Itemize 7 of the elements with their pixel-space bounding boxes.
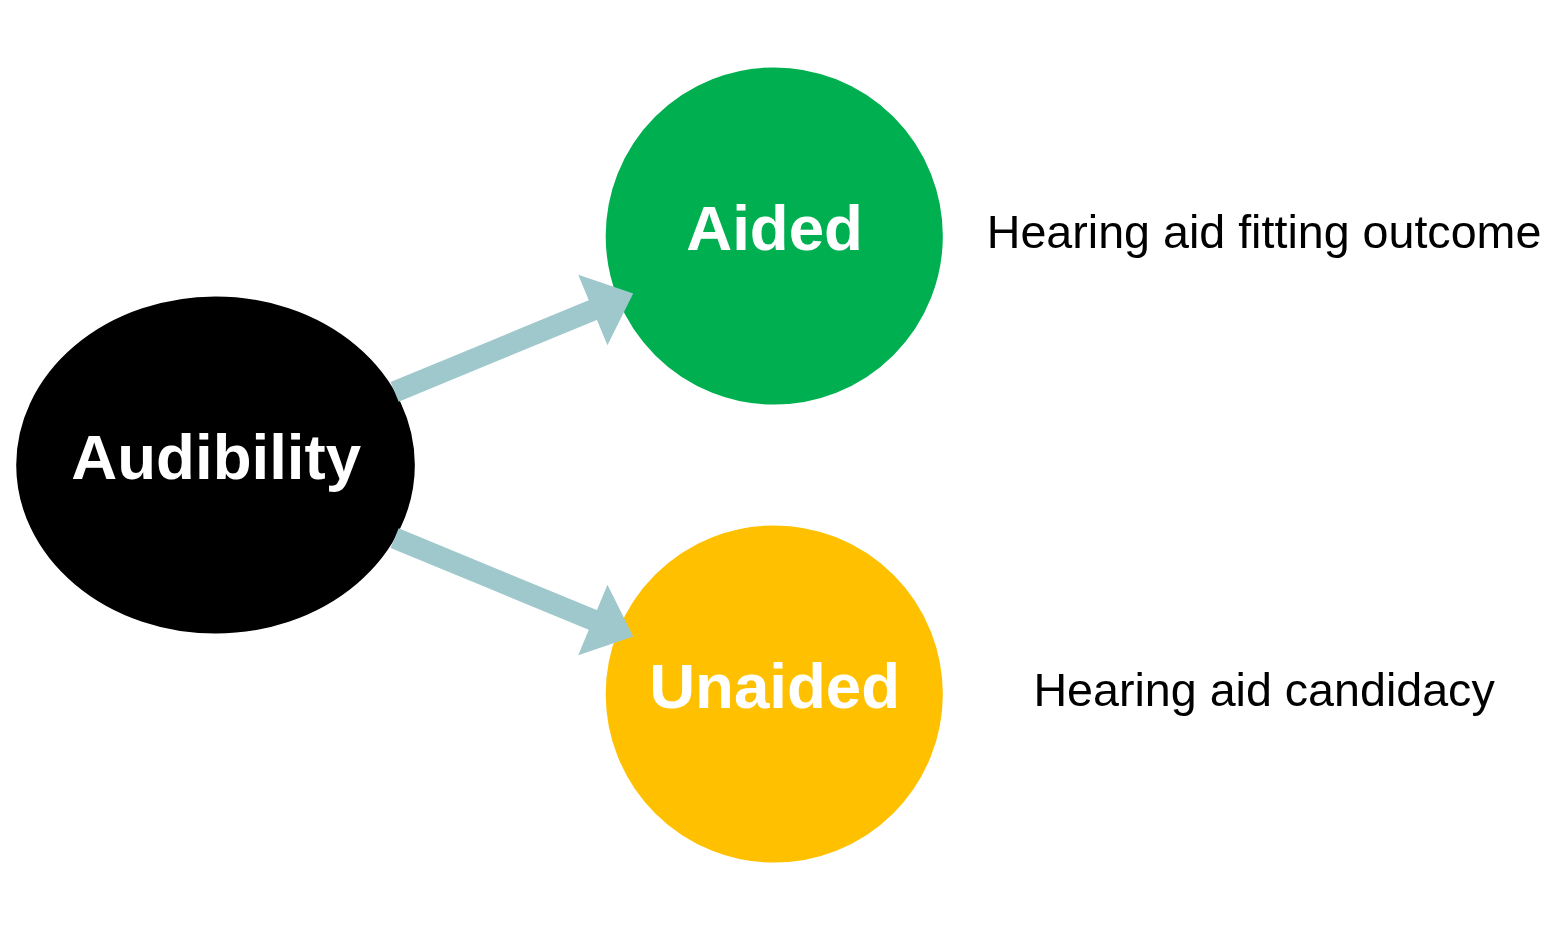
node-label: Hearing aid candidacy xyxy=(1033,663,1495,716)
node-ellipse: Audibility xyxy=(16,295,415,634)
arrow xyxy=(390,274,634,402)
node-label: Hearing aid fitting outcome xyxy=(986,205,1542,258)
node-circle: Aided xyxy=(605,66,943,405)
arrow xyxy=(390,527,634,655)
node-circle: Unaided xyxy=(605,524,943,863)
